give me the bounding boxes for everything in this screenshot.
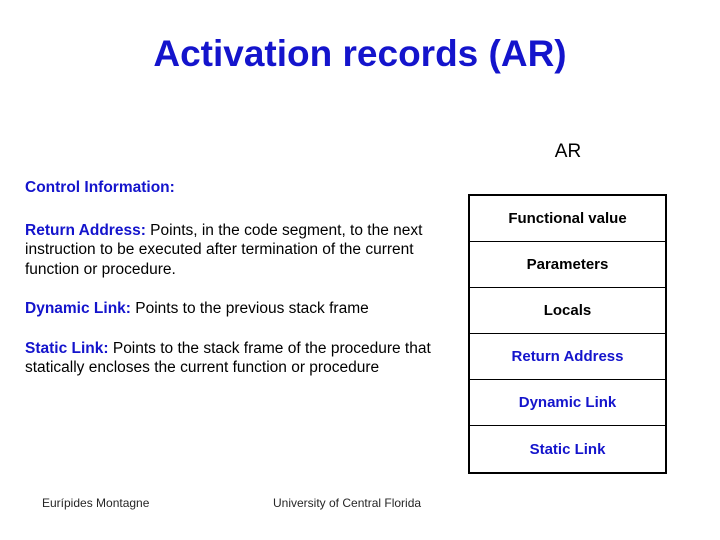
paragraph-label: Return Address: [25,221,146,239]
ar-cell-static-link: Static Link [529,440,606,458]
paragraph-label: Static Link: [25,339,109,357]
paragraph-control-information: Control Information: [25,178,445,198]
paragraph-label: Dynamic Link: [25,300,131,317]
ar-cell-functional-value: Functional value [470,196,665,242]
ar-cell-locals: Locals [470,288,665,334]
paragraph-return-address: Return Address: Points, in the code segm… [25,221,445,280]
ar-cell-parameters: Parameters [470,242,665,288]
activation-record-stack-diagram: Functional value Parameters Locals Retur… [468,194,667,474]
paragraph-dynamic-link: Dynamic Link: Points to the previous sta… [25,299,445,319]
page-title: Activation records (AR) [153,33,567,74]
paragraph-text: Points to the stack frame of the procedu… [25,339,431,377]
footer-author: Eurípides Montagne [42,496,150,510]
ar-diagram-caption: AR [554,141,582,162]
paragraph-text: Points, in the code segment, to the next… [25,221,423,278]
footer-organization: University of Central Florida [273,496,422,510]
ar-cell-dynamic-link: Dynamic Link [470,380,665,426]
paragraph-static-link: Static Link: Points to the stack frame o… [25,339,445,378]
paragraph-label: Control Information: [25,179,175,196]
paragraph-text: Points to the previous stack frame [130,300,369,317]
ar-cell-return-address: Return Address [470,334,665,380]
body-text-column: Control Information: Return Address: Poi… [25,178,445,398]
